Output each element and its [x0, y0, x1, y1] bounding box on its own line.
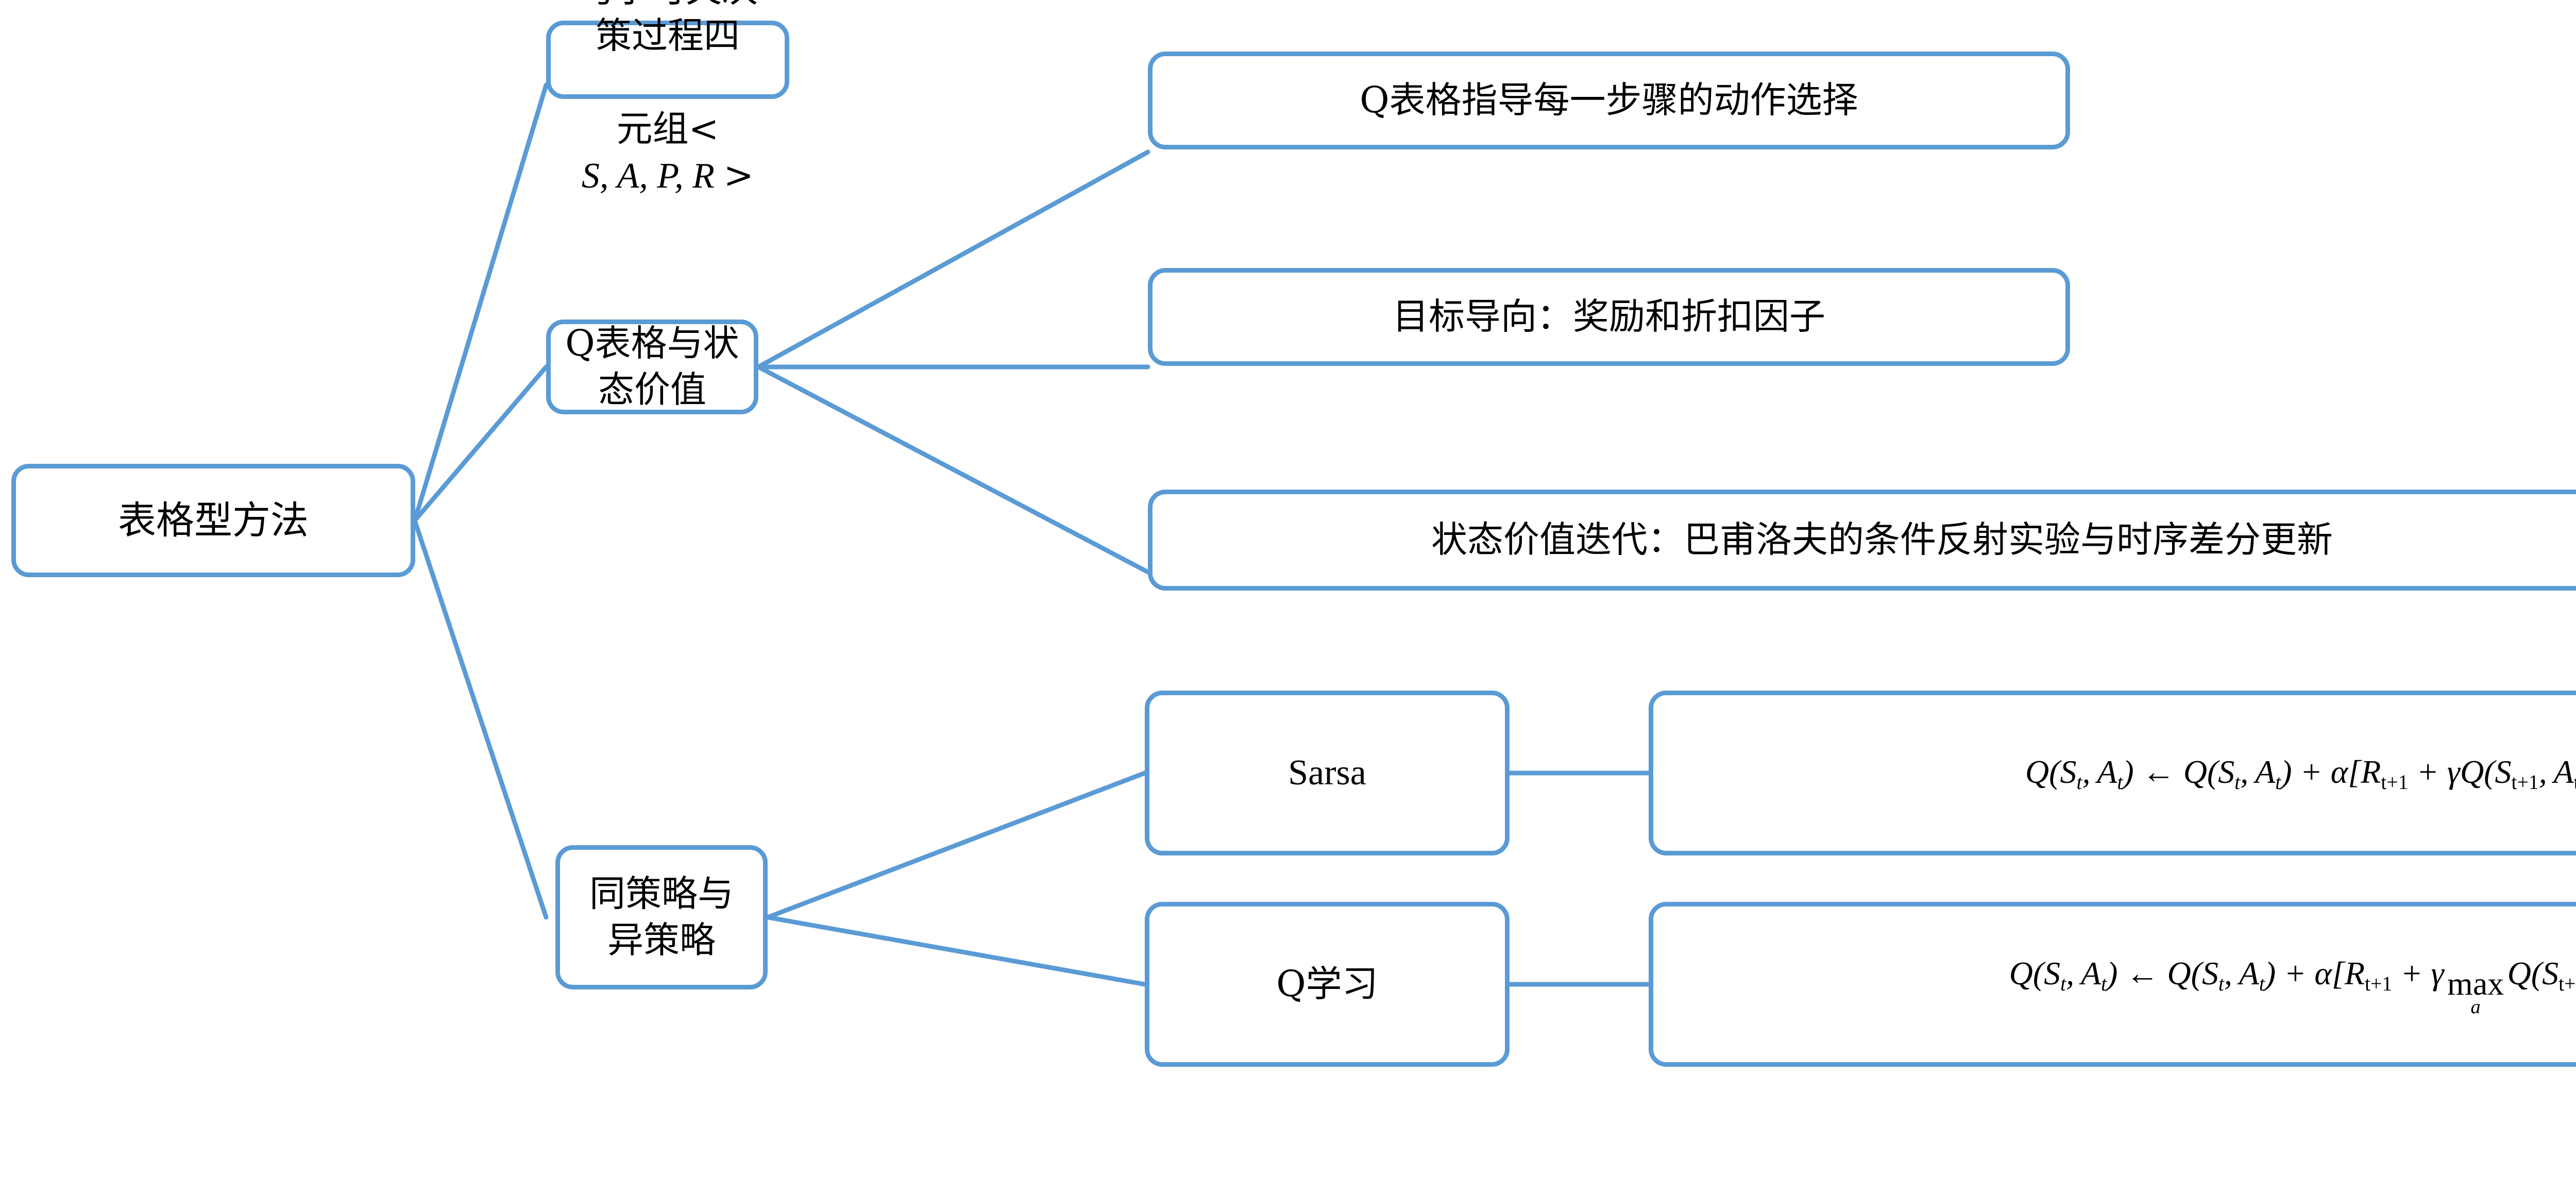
edge-policy-to-qlearning — [765, 915, 1147, 987]
node-qtable-child-3[interactable]: 状态价值迭代：巴甫洛夫的条件反射实验与时序差分更新 — [1148, 490, 2576, 591]
node-qtable-child-2[interactable]: 目标导向：奖励和折扣因子 — [1148, 268, 2070, 366]
edge-root-to-qtable — [412, 364, 549, 523]
node-qtable-child-1[interactable]: Q表格指导每一步骤的动作选择 — [1148, 52, 2070, 149]
node-qtable-child-2-label: 目标导向：奖励和折扣因子 — [1393, 295, 1825, 338]
node-root[interactable]: 表格型方法 — [11, 464, 415, 577]
edge-root-to-mdp — [412, 82, 549, 523]
node-mdp-label: 马尔可夫决策过程四 元组< S, A, P, R > — [551, 0, 785, 199]
edge-qtable-to-child3 — [756, 364, 1150, 575]
edge-root-to-policy — [412, 518, 549, 920]
edge-qtable-to-child1 — [756, 149, 1150, 370]
node-sarsa[interactable]: Sarsa — [1145, 691, 1510, 855]
node-policy-label: 同策略与异策略 — [589, 872, 734, 961]
node-mdp-line2-prefix: 元组< — [616, 107, 719, 150]
node-mdp-line2-math: S, A, P, R — [581, 156, 724, 196]
node-qtable-child-3-label: 状态价值迭代：巴甫洛夫的条件反射实验与时序差分更新 — [1431, 518, 2333, 561]
node-sarsa-label: Sarsa — [1288, 753, 1366, 793]
node-mdp-line2-suffix: > — [723, 154, 754, 197]
node-qtable[interactable]: Q表格与状态价值 — [546, 320, 758, 414]
node-mdp[interactable]: 马尔可夫决策过程四 元组< S, A, P, R > — [546, 0, 789, 196]
node-qlearning-label: Q学习 — [1276, 963, 1378, 1005]
node-qtable-child-1-label: Q表格指导每一步骤的动作选择 — [1360, 79, 1858, 122]
edge-policy-to-sarsa — [765, 770, 1147, 920]
node-qlearning[interactable]: Q学习 — [1145, 902, 1510, 1067]
node-root-label: 表格型方法 — [118, 498, 309, 543]
node-qtable-label: Q表格与状态价值 — [565, 322, 739, 411]
node-sarsa-formula-text: Q(St, At) ← Q(St, At) + α[Rt+1 + γQ(St+1… — [2025, 753, 2576, 794]
node-policy[interactable]: 同策略与异策略 — [555, 845, 768, 989]
node-mdp-line1: 马尔可夫决策过程四 — [578, 0, 758, 57]
node-sarsa-formula[interactable]: Q(St, At) ← Q(St, At) + α[Rt+1 + γQ(St+1… — [1649, 691, 2576, 855]
